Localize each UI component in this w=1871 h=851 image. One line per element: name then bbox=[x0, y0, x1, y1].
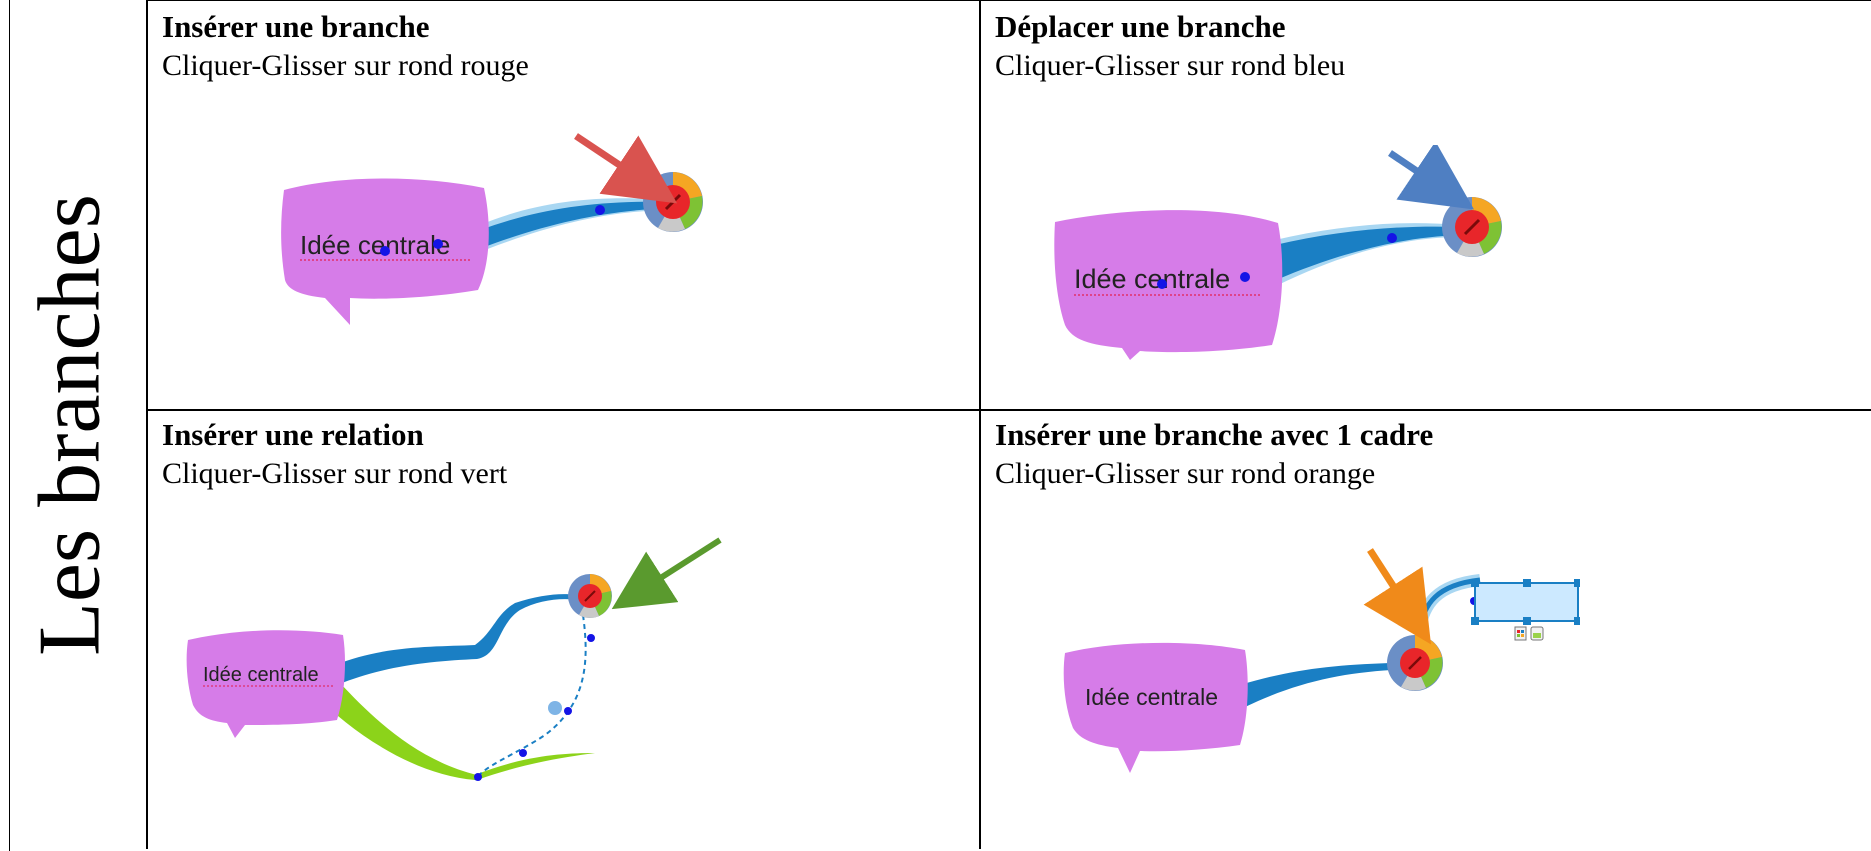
cell-instruction: Cliquer-Glisser sur rond rouge bbox=[162, 49, 529, 82]
anchor-dot bbox=[1157, 279, 1167, 289]
anchor-dot bbox=[1387, 233, 1397, 243]
control-point[interactable] bbox=[548, 701, 562, 715]
branch-line[interactable] bbox=[1275, 226, 1461, 280]
anchor-dot bbox=[474, 773, 482, 781]
mindmap-diagram: Idée centrale bbox=[1050, 145, 1530, 375]
side-title-text: Les branches bbox=[21, 193, 119, 656]
cell-insert-branch-frame: Insérer une branche avec 1 cadre Cliquer… bbox=[995, 416, 1855, 494]
handle-wheel[interactable] bbox=[568, 574, 612, 618]
anchor-dot bbox=[587, 634, 595, 642]
table bbox=[9, 0, 1871, 851]
node-label: Idée centrale bbox=[203, 664, 319, 686]
new-frame[interactable] bbox=[1474, 582, 1579, 622]
branch-line[interactable] bbox=[335, 594, 585, 685]
cell-insert-relation: Insérer une relation Cliquer-Glisser sur… bbox=[162, 416, 962, 494]
side-title: Les branches bbox=[0, 0, 140, 849]
divider bbox=[979, 0, 981, 849]
green-branch bbox=[315, 683, 477, 780]
cell-instruction: Cliquer-Glisser sur rond orange bbox=[995, 457, 1376, 490]
anchor-dot bbox=[1240, 272, 1250, 282]
divider bbox=[146, 0, 1871, 1]
mindmap-diagram: Idée centrale bbox=[1060, 545, 1580, 785]
pointer-arrow bbox=[574, 133, 678, 204]
pointer-arrow bbox=[1363, 548, 1431, 645]
format-icon[interactable] bbox=[1514, 626, 1527, 641]
mindmap-diagram: Idée centrale bbox=[185, 535, 745, 795]
divider bbox=[146, 409, 1871, 411]
anchor-dot bbox=[1417, 625, 1425, 633]
handle-wheel[interactable] bbox=[1442, 197, 1502, 257]
cell-title: Insérer une branche avec 1 cadre bbox=[995, 417, 1434, 452]
anchor-dot bbox=[519, 749, 527, 757]
divider bbox=[146, 0, 148, 849]
resize-handle[interactable] bbox=[1574, 617, 1580, 625]
resize-handle[interactable] bbox=[1471, 579, 1479, 587]
node-label: Idée centrale bbox=[1085, 684, 1218, 710]
node-label: Idée centrale bbox=[1074, 264, 1230, 294]
anchor-dot bbox=[380, 246, 390, 256]
mindmap-diagram: Idée centrale bbox=[270, 130, 730, 340]
resize-handle[interactable] bbox=[1574, 579, 1580, 587]
relation-line[interactable] bbox=[474, 614, 587, 781]
pointer-arrow bbox=[1388, 145, 1475, 210]
central-bubble[interactable] bbox=[1063, 642, 1248, 773]
central-bubble[interactable] bbox=[186, 630, 345, 738]
anchor-dot bbox=[564, 707, 572, 715]
resize-handle[interactable] bbox=[1471, 617, 1479, 625]
cell-instruction: Cliquer-Glisser sur rond bleu bbox=[995, 49, 1346, 82]
branch-line[interactable] bbox=[1240, 663, 1392, 707]
cell-title: Insérer une branche bbox=[162, 9, 430, 44]
resize-handle[interactable] bbox=[1523, 579, 1531, 587]
cell-instruction: Cliquer-Glisser sur rond vert bbox=[162, 457, 508, 490]
cell-title: Insérer une relation bbox=[162, 417, 424, 452]
green-tail bbox=[475, 753, 595, 780]
handle-wheel[interactable] bbox=[643, 172, 703, 232]
cell-title: Déplacer une branche bbox=[995, 9, 1286, 44]
pointer-arrow bbox=[611, 537, 722, 610]
cell-insert-branch: Insérer une branche Cliquer-Glisser sur … bbox=[162, 8, 962, 86]
style-icon[interactable] bbox=[1530, 626, 1544, 641]
anchor-dot bbox=[433, 239, 443, 249]
resize-handle[interactable] bbox=[1523, 617, 1531, 625]
handle-wheel[interactable] bbox=[1387, 635, 1443, 691]
cell-move-branch: Déplacer une branche Cliquer-Glisser sur… bbox=[995, 8, 1855, 86]
central-bubble[interactable] bbox=[1054, 210, 1283, 360]
node-label: Idée centrale bbox=[300, 230, 450, 260]
anchor-dot bbox=[595, 205, 605, 215]
